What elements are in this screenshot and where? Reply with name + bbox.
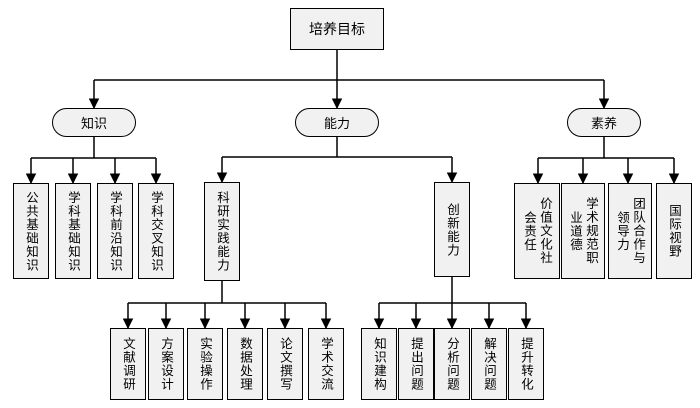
knowledge-item-label: 学科基础知识: [66, 190, 81, 272]
innovation-item: 分析问题: [434, 328, 470, 400]
innovation-item: 提升转化: [508, 328, 544, 400]
ability-group-innovation: 创新能力: [434, 182, 470, 277]
ability-group-innovation-label: 创新能力: [445, 202, 460, 257]
innovation-item-label: 提升转化: [519, 337, 534, 391]
innovation-item-label: 知识建构: [372, 337, 387, 391]
category-quality-label: 素养: [590, 117, 617, 132]
quality-item-label: 团队合作与领导力: [615, 197, 646, 265]
innovation-item: 解决问题: [471, 328, 507, 400]
practice-item-label: 学术交流: [319, 337, 334, 391]
innovation-item-label: 分析问题: [445, 337, 460, 391]
category-ability-label: 能力: [323, 117, 350, 132]
category-knowledge: 知识: [52, 108, 136, 137]
practice-item: 数据处理: [227, 328, 263, 400]
ability-group-practice-label: 科研实践能力: [215, 191, 230, 272]
knowledge-item: 学科交叉知识: [138, 183, 174, 279]
quality-item: 学术规范职业道德: [561, 183, 605, 279]
innovation-item: 知识建构: [361, 328, 397, 400]
practice-item-label: 论文撰写: [278, 337, 293, 391]
quality-item: 团队合作与领导力: [608, 183, 652, 279]
knowledge-item-label: 公共基础知识: [24, 190, 39, 272]
practice-item-label: 文献调研: [121, 337, 136, 391]
practice-item: 文献调研: [110, 328, 146, 400]
practice-item-label: 数据处理: [238, 337, 253, 391]
knowledge-item: 学科前沿知识: [97, 183, 133, 279]
practice-item: 方案设计: [148, 328, 184, 400]
category-knowledge-label: 知识: [80, 117, 107, 132]
knowledge-item: 公共基础知识: [13, 183, 49, 279]
root-label: 培养目标: [309, 22, 365, 38]
knowledge-item-label: 学科交叉知识: [149, 190, 164, 272]
quality-item: 国际视野: [656, 183, 692, 279]
quality-item-label: 价值文化社会责任: [522, 197, 553, 265]
innovation-item: 提出问题: [398, 328, 434, 400]
innovation-item-label: 解决问题: [482, 337, 497, 391]
quality-item-label: 学术规范职业道德: [568, 197, 599, 265]
practice-item: 学术交流: [308, 328, 344, 400]
knowledge-item-label: 学科前沿知识: [108, 190, 123, 272]
quality-item-label: 国际视野: [667, 204, 682, 258]
root-node: 培养目标: [290, 8, 384, 50]
quality-item: 价值文化社会责任: [514, 183, 560, 279]
innovation-item-label: 提出问题: [409, 337, 424, 391]
practice-item: 实验操作: [187, 328, 223, 400]
ability-group-practice: 科研实践能力: [204, 182, 240, 281]
practice-item-label: 方案设计: [159, 337, 174, 391]
knowledge-item: 学科基础知识: [55, 183, 91, 279]
practice-item-label: 实验操作: [198, 337, 213, 391]
practice-item: 论文撰写: [267, 328, 303, 400]
category-ability: 能力: [295, 108, 379, 137]
category-quality: 素养: [567, 108, 641, 137]
